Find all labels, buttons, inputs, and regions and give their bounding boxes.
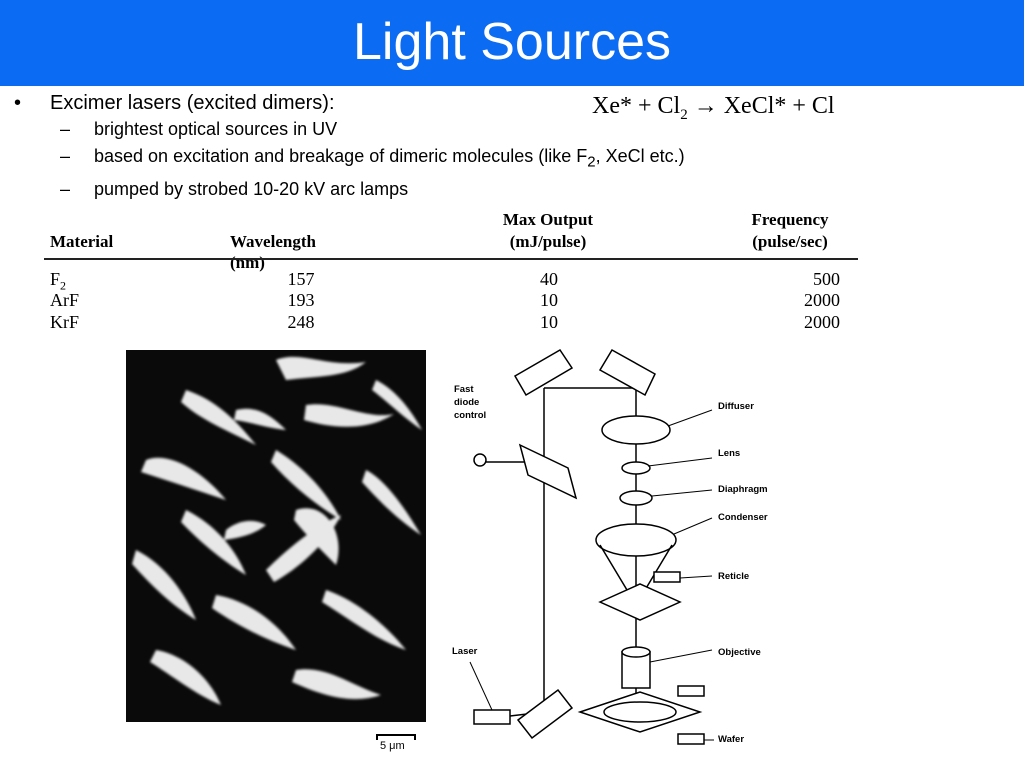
slide-title: Light Sources [353,13,671,71]
bullet-main-text: Excimer lasers (excited dimers): [50,92,335,114]
label-diaphragm: Diaphragm [718,484,768,495]
mirror-top-left [513,348,574,397]
leader-objective [649,649,713,663]
row-output: 10 [540,312,558,332]
leader-lens [647,457,713,467]
wafer-actuator-1 [677,685,705,697]
condenser-cone-left [599,544,631,596]
title-bar [0,0,1024,86]
wafer-actuator-2 [677,733,705,745]
header-output-1: Max Output [502,210,594,229]
equation-left-subscript: 2 [680,106,688,123]
header-frequency-2: (pulse/sec) [752,232,828,251]
bullet-dot-icon: • [14,92,22,114]
row-material-text: ArF [50,290,80,310]
row-material: ArF [50,290,79,311]
row-frequency: 500 [813,269,840,289]
leader-laser [469,661,493,711]
row-wavelength: 157 [287,269,315,289]
mirror-bottom [516,688,574,740]
label-diffuser: Diffuser [718,401,754,412]
equation-right: XeCl* + Cl [723,93,835,119]
laser-body [473,709,511,725]
label-condenser: Condenser [718,512,768,523]
bullet-main: • Excimer lasers (excited dimers): [14,90,874,116]
leader-condenser [673,517,713,535]
mirror-middle [518,443,578,500]
sub-bullet-3-text: pumped by strobed 10-20 kV arc lamps [94,178,409,199]
reticle-actuator [653,571,681,583]
label-laser: Laser [452,646,478,657]
header-frequency-1: Frequency [751,210,829,229]
lens-disc [621,461,651,475]
equation-arrow: → [693,93,718,119]
row-material-text: F [50,269,61,289]
sem-micrograph [126,350,426,722]
mirror-top-right [598,348,656,397]
condenser-disc [595,523,677,557]
dash-icon: – [60,178,71,199]
micrograph-texture [126,350,426,722]
leader-reticle [679,575,713,579]
diffuser-disc [601,415,671,445]
label-control: control [454,410,486,421]
label-diode: diode [454,397,479,408]
dash-icon: – [60,119,71,139]
row-wavelength: 248 [287,312,315,332]
row-output: 40 [540,269,558,289]
bullet-list: • Excimer lasers (excited dimers): – bri… [14,90,874,203]
row-material-subscript: 2 [60,278,67,293]
reaction-equation: Xe* + Cl2 → XeCl* + Cl [592,93,835,124]
wafer-disc [603,701,677,723]
row-material: F2 [50,269,66,297]
sub-bullet-2-subscript: 2 [587,153,596,171]
row-frequency: 2000 [804,312,840,332]
sub-bullet-3: – pumped by strobed 10-20 kV arc lamps [14,176,874,203]
sub-bullet-1: – brightest optical sources in UV [14,116,874,143]
row-frequency: 2000 [804,290,840,310]
table-rule [44,258,858,260]
sub-bullet-1-text: brightest optical sources in UV [94,119,338,139]
row-material: KrF [50,312,79,333]
optical-diagram-svg: Fast diode control Diffuser Lens Diaphra… [452,348,768,745]
equation-left: Xe* + Cl [592,93,681,119]
header-output-2: (mJ/pulse) [509,232,587,251]
optical-diagram: Fast diode control Diffuser Lens Diaphra… [440,340,780,768]
sub-bullet-2: – based on excitation and breakage of di… [14,143,874,176]
row-material-text: KrF [50,312,80,332]
label-wafer: Wafer [718,734,744,745]
diode-control-knob [473,453,487,467]
dash-icon: – [60,146,71,166]
objective-top [621,646,651,658]
label-lens: Lens [718,448,740,459]
label-reticle: Reticle [718,571,749,582]
label-fast: Fast [454,384,474,395]
row-output: 10 [540,290,558,310]
sub-bullet-2-text: based on excitation and breakage of dime… [94,146,588,166]
scale-label: 5 μm [380,740,405,752]
header-wavelength: Wavelength (nm) [230,232,316,272]
objective-barrel [621,651,651,689]
leader-diaphragm [651,489,713,497]
scale-bar-line [376,734,416,740]
row-wavelength: 193 [287,290,315,310]
diaphragm-disc [619,490,653,506]
label-objective: Objective [718,647,761,658]
reticle-stage [598,583,682,621]
header-material: Material [50,232,114,251]
sub-bullet-2-text-end: , XeCl etc.) [595,146,685,166]
leader-diffuser [667,409,713,427]
